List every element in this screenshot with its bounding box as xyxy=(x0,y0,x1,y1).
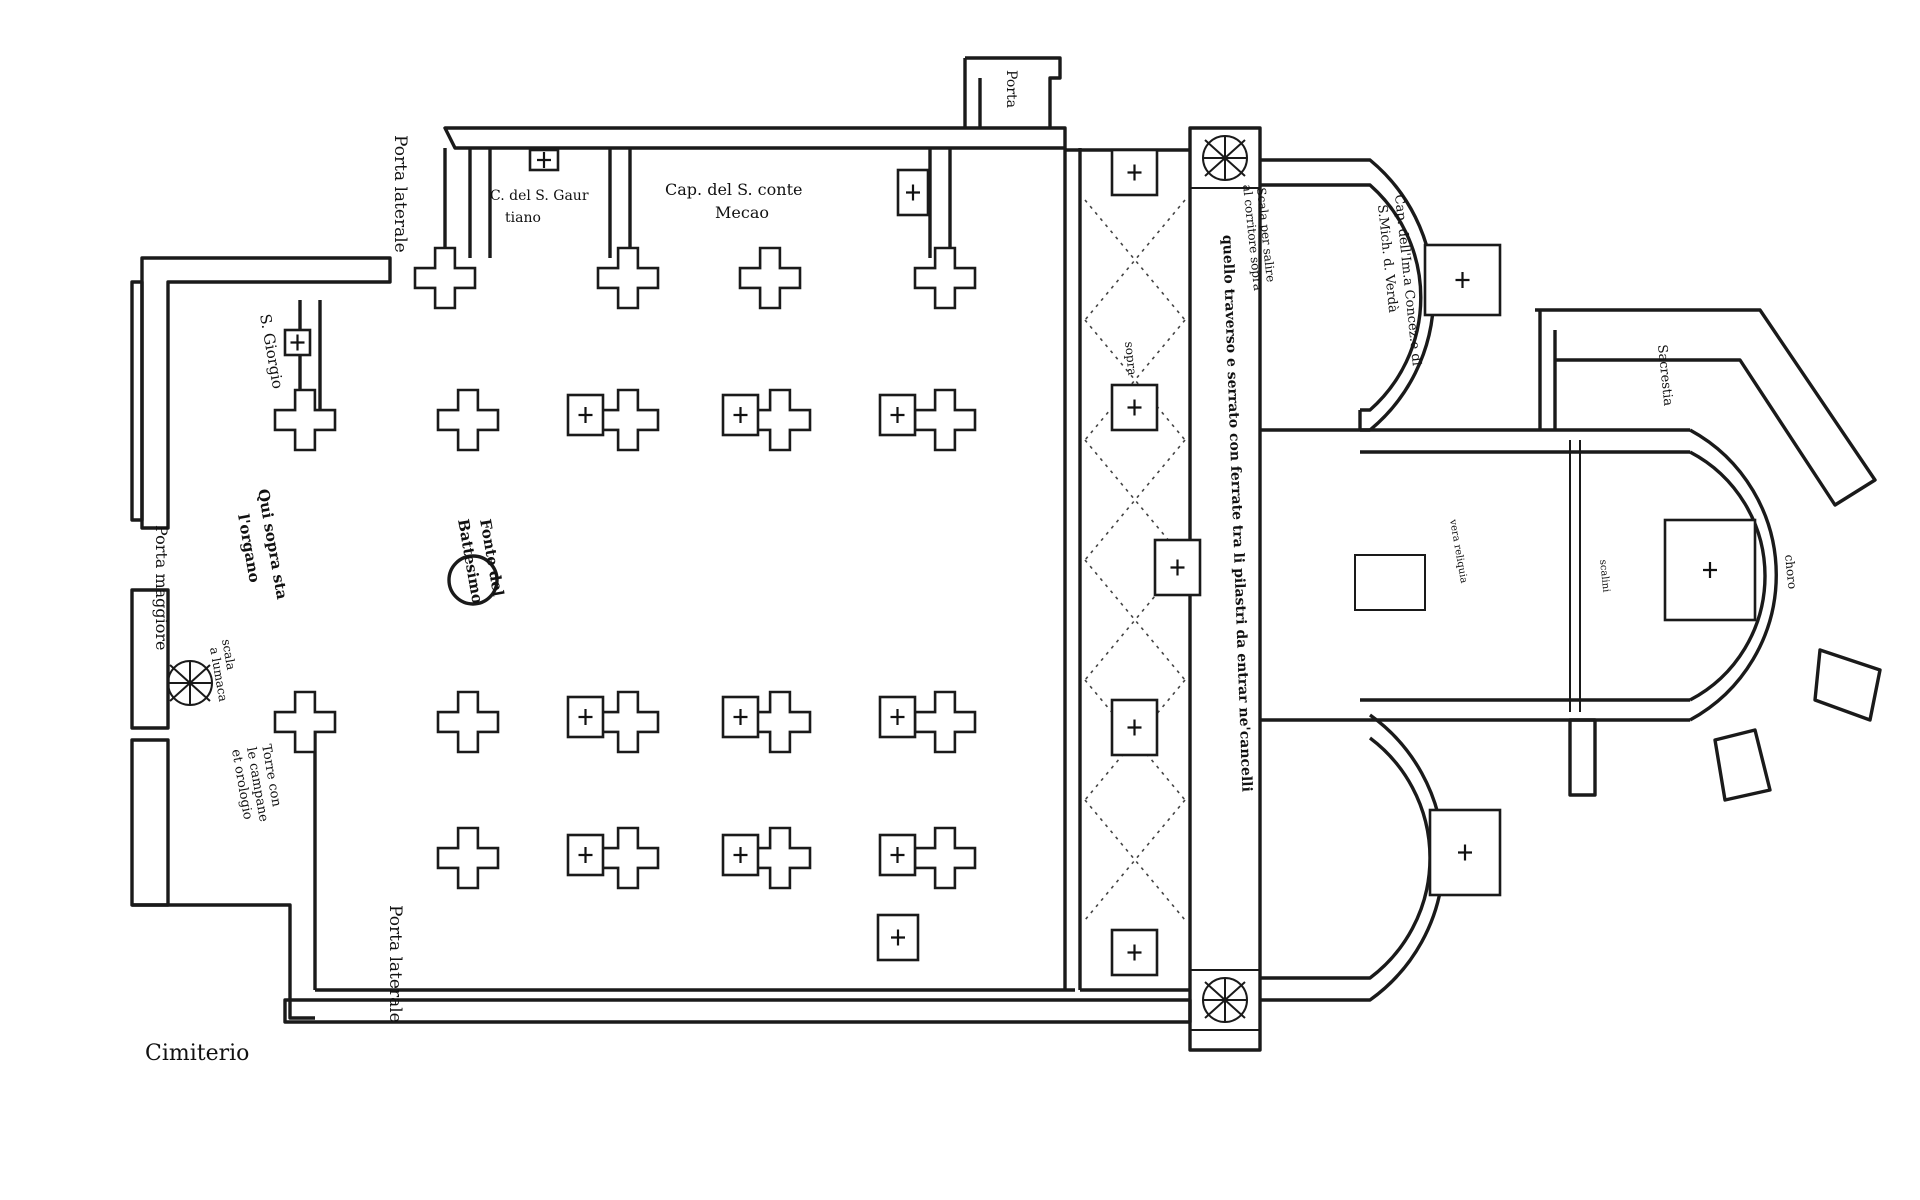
pier xyxy=(913,246,977,310)
pier xyxy=(596,246,660,310)
pier xyxy=(596,826,660,890)
altar xyxy=(1110,698,1159,757)
top-chapels xyxy=(298,148,952,412)
pier xyxy=(913,388,977,452)
altar-cross xyxy=(1127,944,1142,961)
label-cap-gaurtiano-2: tiano xyxy=(505,210,541,226)
label-coro: choro xyxy=(1782,554,1800,590)
altar-cross xyxy=(1127,164,1142,181)
altar-cross xyxy=(1703,562,1717,578)
pier xyxy=(596,388,660,452)
label-porta-laterale-top: Porta laterale xyxy=(390,135,410,253)
pier xyxy=(413,246,477,310)
altar-cross xyxy=(890,847,905,863)
altar-cross xyxy=(578,407,593,423)
pier xyxy=(273,690,337,754)
label-porta-laterale-bottom: Porta laterale xyxy=(385,905,405,1023)
label-s-giorgio: S. Giorgio xyxy=(256,313,287,391)
altar-cross xyxy=(906,184,920,201)
label-porta-top: Porta xyxy=(1003,70,1019,108)
altar-cross xyxy=(1170,559,1185,576)
pier xyxy=(738,246,802,310)
altar xyxy=(1110,383,1159,432)
label-cap-conte-1: Cap. del S. conte xyxy=(665,180,802,199)
altar xyxy=(566,393,605,437)
pier xyxy=(596,690,660,754)
label-cap-conte-2: Mecao xyxy=(715,203,769,222)
pier xyxy=(436,826,500,890)
nave-walls xyxy=(130,56,1192,1024)
altars xyxy=(283,148,1757,977)
label-transetto-3: quello traverso e serrato con ferrate tr… xyxy=(1219,235,1254,793)
altar-cross xyxy=(733,709,748,725)
pier xyxy=(913,826,977,890)
label-scalini: scalini xyxy=(1597,559,1611,593)
altar-cross xyxy=(537,152,551,168)
high-altar xyxy=(1354,554,1426,611)
apses xyxy=(1260,158,1882,1002)
label-cimiterio: Cimiterio xyxy=(145,1041,249,1066)
plan-labels: Cimiterio Porta laterale Porta laterale … xyxy=(145,70,1800,1066)
pier xyxy=(273,388,337,452)
altar-cross xyxy=(890,709,905,725)
label-scala-1: scala xyxy=(219,638,238,671)
pier xyxy=(436,690,500,754)
altar-cross xyxy=(733,407,748,423)
label-sopra: sopra xyxy=(1122,341,1139,376)
pier xyxy=(913,690,977,754)
label-organo-2: l'organo xyxy=(234,513,264,584)
spiral-stairs xyxy=(167,127,1261,1031)
label-cap-gaurtiano-1: C. del S. Gaur xyxy=(490,188,589,204)
altar-cross xyxy=(733,847,748,863)
label-sagrestia: Sacrestia xyxy=(1654,344,1675,407)
label-altar-note: vera reliquia xyxy=(1447,518,1469,585)
altar-cross xyxy=(1455,272,1470,288)
altar-cross xyxy=(1458,844,1472,861)
altar-cross xyxy=(578,709,593,725)
piers xyxy=(273,246,977,890)
label-organo-1: Qui sopra sta xyxy=(254,488,291,601)
altar-cross xyxy=(1127,399,1142,416)
altar-cross xyxy=(890,407,905,423)
altar-cross xyxy=(1127,719,1142,736)
altar-cross xyxy=(290,334,305,351)
baptismal-font xyxy=(447,554,499,606)
pier xyxy=(436,388,500,452)
altar-cross xyxy=(578,847,593,863)
altar-cross xyxy=(891,929,905,946)
label-porta-maggiore: Porta maggiore xyxy=(152,525,171,651)
